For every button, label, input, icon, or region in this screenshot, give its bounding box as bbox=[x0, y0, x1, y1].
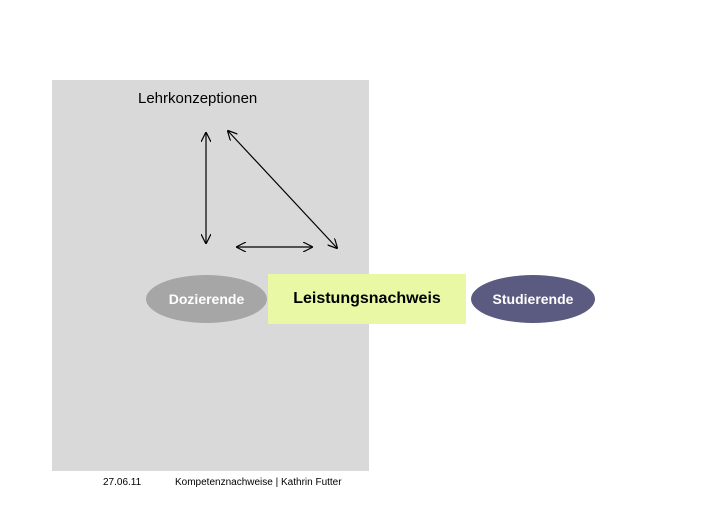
arrow-diagonal bbox=[228, 131, 337, 248]
leistungsnachweis-node: Leistungsnachweis bbox=[268, 274, 466, 324]
diagram-title: Lehrkonzeptionen bbox=[138, 90, 258, 107]
footer-date: 27.06.11 bbox=[103, 477, 142, 488]
studierende-node: Studierende bbox=[471, 275, 595, 323]
dozierende-node: Dozierende bbox=[146, 275, 267, 323]
footer-text: Kompetenznachweise | Kathrin Futter bbox=[175, 477, 342, 488]
